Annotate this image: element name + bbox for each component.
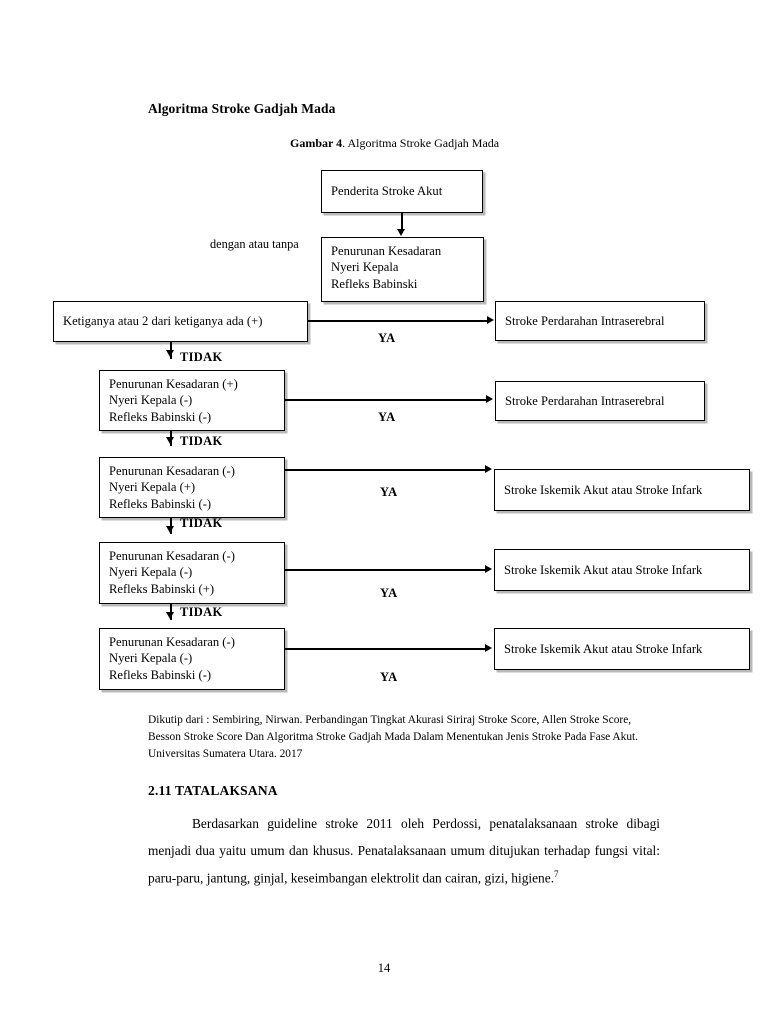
flow-box-result-3: Stroke Iskemik Akut atau Stroke Infark <box>494 549 750 591</box>
arrow-down-icon <box>397 229 405 236</box>
arrow-right-icon <box>485 565 492 573</box>
edge-label-ya-2: YA <box>380 485 398 499</box>
flow-box-decision-4-line3: Refleks Babinski (-) <box>109 667 212 682</box>
flow-box-decision-3-line2: Nyeri Kepala (-) <box>109 565 193 580</box>
flow-box-result-4-label: Stroke Iskemik Akut atau Stroke Infark <box>504 641 703 656</box>
flow-box-decision-4-line2: Nyeri Kepala (-) <box>109 651 193 666</box>
arrow-down-icon <box>166 350 174 357</box>
figure-citation: Dikutip dari : Sembiring, Nirwan. Perban… <box>148 714 639 760</box>
flow-box-result-4: Stroke Iskemik Akut atau Stroke Infark <box>494 628 750 670</box>
paragraph-text: Berdasarkan guideline stroke 2011 oleh P… <box>148 816 660 886</box>
arrow-right-icon <box>485 644 492 652</box>
section-heading-tatalaksana: 2.11 TATALAKSANA <box>148 783 278 798</box>
flow-box-symptoms-line2: Nyeri Kepala <box>331 260 399 275</box>
flow-box-result-1-label: Stroke Perdarahan Intraserebral <box>505 393 665 408</box>
flow-box-criteria-label: Ketiganya atau 2 dari ketiganya ada (+) <box>63 314 263 329</box>
page-title: Algoritma Stroke Gadjah Mada <box>148 101 336 116</box>
flow-box-symptoms-line3: Refleks Babinski <box>331 276 418 291</box>
flow-box-decision-1-line1: Penurunan Kesadaran (+) <box>109 377 238 391</box>
arrow-right-icon <box>486 395 493 403</box>
flow-box-decision-3-line3: Refleks Babinski (+) <box>109 581 215 596</box>
flow-box-symptoms-line1: Penurunan Kesadaran <box>331 244 442 258</box>
flow-box-decision-1: Penurunan Kesadaran (+) Nyeri Kepala (-)… <box>99 370 285 431</box>
arrow-down-icon <box>166 437 174 444</box>
flow-box-symptoms: Penurunan Kesadaran Nyeri Kepala Refleks… <box>321 237 484 302</box>
figure-caption: Gambar 4. Algoritma Stroke Gadjah Mada <box>290 136 499 151</box>
arrow-right-icon <box>487 316 494 324</box>
flow-box-result-3-label: Stroke Iskemik Akut atau Stroke Infark <box>504 562 703 577</box>
flow-box-decision-2-line2: Nyeri Kepala (+) <box>109 480 196 495</box>
edge-label-tidak-criteria: TIDAK <box>180 350 223 364</box>
section-paragraph-tatalaksana: Berdasarkan guideline stroke 2011 oleh P… <box>148 811 660 892</box>
edge-label-ya-4: YA <box>380 670 398 684</box>
connector-decision-4-yes <box>285 648 486 650</box>
arrow-down-icon <box>166 526 174 533</box>
edge-label-tidak-1: TIDAK <box>180 434 223 448</box>
figure-caption-label: Gambar 4 <box>290 136 343 150</box>
edge-label-tidak-3: TIDAK <box>180 605 223 619</box>
page-number: 14 <box>377 961 391 975</box>
flow-box-start: Penderita Stroke Akut <box>321 170 483 213</box>
figure-caption-text: . Algoritma Stroke Gadjah Mada <box>342 136 500 150</box>
connector-decision-1-yes <box>285 399 487 401</box>
edge-label-tidak-2: TIDAK <box>180 516 223 530</box>
flow-box-criteria: Ketiganya atau 2 dari ketiganya ada (+) <box>53 301 308 342</box>
arrow-right-icon <box>485 465 492 473</box>
flow-box-decision-1-line3: Refleks Babinski (-) <box>109 409 212 424</box>
connector-start-to-symptoms <box>401 213 403 230</box>
connector-criteria-yes <box>308 320 488 322</box>
flow-box-result-2-label: Stroke Iskemik Akut atau Stroke Infark <box>504 482 703 497</box>
connector-decision-2-yes <box>285 469 486 471</box>
flow-box-result-criteria: Stroke Perdarahan Intraserebral <box>495 301 705 341</box>
flow-box-decision-1-line2: Nyeri Kepala (-) <box>109 393 193 408</box>
edge-label-ya-1: YA <box>378 410 396 424</box>
flow-box-result-1: Stroke Perdarahan Intraserebral <box>495 381 705 421</box>
flow-box-result-criteria-label: Stroke Perdarahan Intraserebral <box>505 313 665 328</box>
flow-box-decision-2: Penurunan Kesadaran (-) Nyeri Kepala (+)… <box>99 457 285 518</box>
flow-box-start-label: Penderita Stroke Akut <box>331 184 443 199</box>
edge-label-ya-criteria: YA <box>378 331 396 345</box>
flow-box-decision-3-line1: Penurunan Kesadaran (-) <box>109 549 235 563</box>
flow-side-note: dengan atau tanpa <box>210 237 299 251</box>
footnote-marker: 7 <box>554 868 559 879</box>
edge-label-ya-3: YA <box>380 586 398 600</box>
arrow-down-icon <box>166 612 174 619</box>
flow-box-decision-3: Penurunan Kesadaran (-) Nyeri Kepala (-)… <box>99 542 285 604</box>
connector-decision-3-yes <box>285 569 486 571</box>
flow-box-result-2: Stroke Iskemik Akut atau Stroke Infark <box>494 469 750 511</box>
flow-box-decision-4: Penurunan Kesadaran (-) Nyeri Kepala (-)… <box>99 628 285 690</box>
flow-box-decision-2-line3: Refleks Babinski (-) <box>109 496 212 511</box>
flow-box-decision-4-line1: Penurunan Kesadaran (-) <box>109 635 235 649</box>
flow-box-decision-2-line1: Penurunan Kesadaran (-) <box>109 464 235 478</box>
